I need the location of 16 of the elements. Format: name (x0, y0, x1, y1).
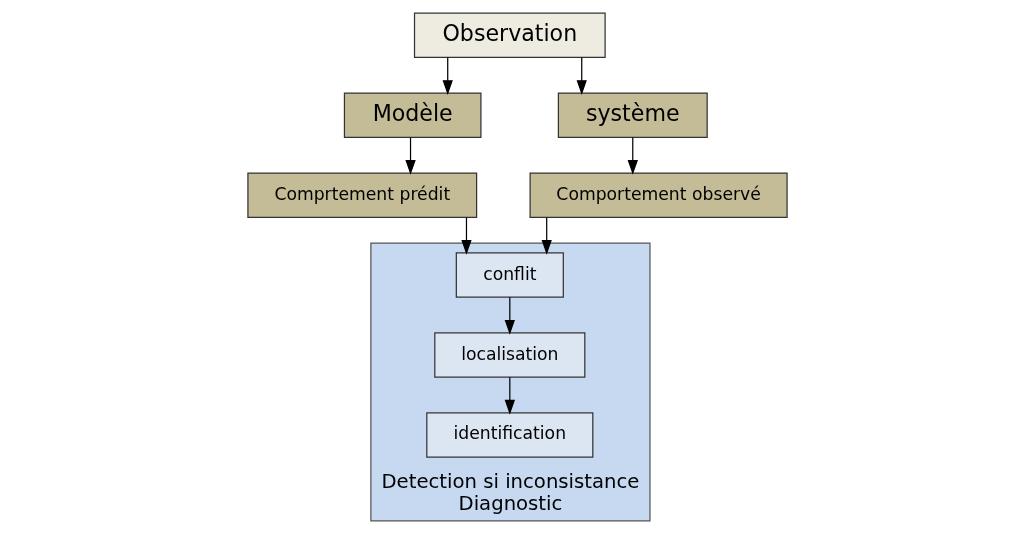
node-box: Modèle (343, 92, 482, 138)
node-box: Comportement observé (529, 172, 788, 218)
node-box: système (557, 92, 708, 138)
arrow (461, 216, 472, 255)
arrow (504, 296, 515, 335)
arrow (405, 136, 416, 175)
node-box: Comprtement prédit (247, 172, 478, 218)
arrow (627, 136, 638, 175)
node-box: Observation (413, 12, 606, 59)
node-box: conflit (455, 252, 564, 298)
arrow (504, 376, 515, 415)
arrow (541, 216, 552, 255)
node-box: identification (426, 412, 594, 458)
arrow (576, 56, 587, 95)
node-box: localisation (434, 332, 586, 378)
arrow (442, 56, 453, 95)
